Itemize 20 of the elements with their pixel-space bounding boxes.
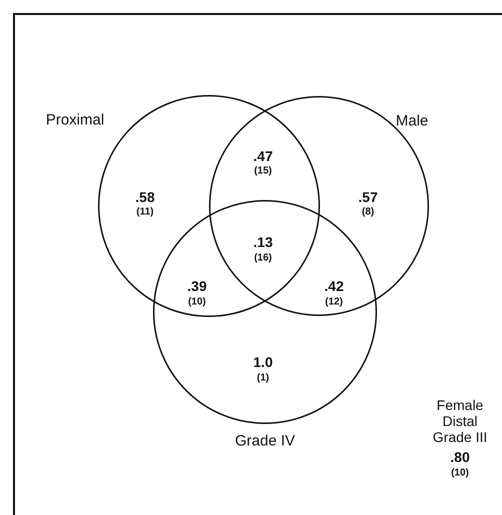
- case-count: (15): [254, 166, 272, 176]
- set-label: Male: [396, 112, 428, 130]
- proportion-value: .13: [253, 234, 273, 250]
- proportion-value: .47: [253, 148, 273, 164]
- case-count: (11): [136, 206, 154, 218]
- proportion-value: .80: [450, 449, 470, 465]
- proportion-value: .39: [187, 278, 207, 294]
- group-label: Female Distal Grade III: [432, 397, 488, 445]
- case-count: (12): [325, 296, 343, 308]
- proportion-value: 1.0: [253, 354, 273, 370]
- case-count: (10): [188, 296, 206, 308]
- set-label: Grade IV: [234, 432, 296, 450]
- proportion-value: .42: [324, 278, 344, 294]
- set-label: Proximal: [46, 112, 104, 128]
- proportion-value: .58: [135, 189, 155, 205]
- proportion-value: .57: [358, 189, 378, 205]
- case-count: (10): [451, 468, 469, 478]
- case-count: (8): [362, 206, 374, 218]
- case-count: (16): [254, 252, 272, 264]
- case-count: (1): [256, 372, 270, 384]
